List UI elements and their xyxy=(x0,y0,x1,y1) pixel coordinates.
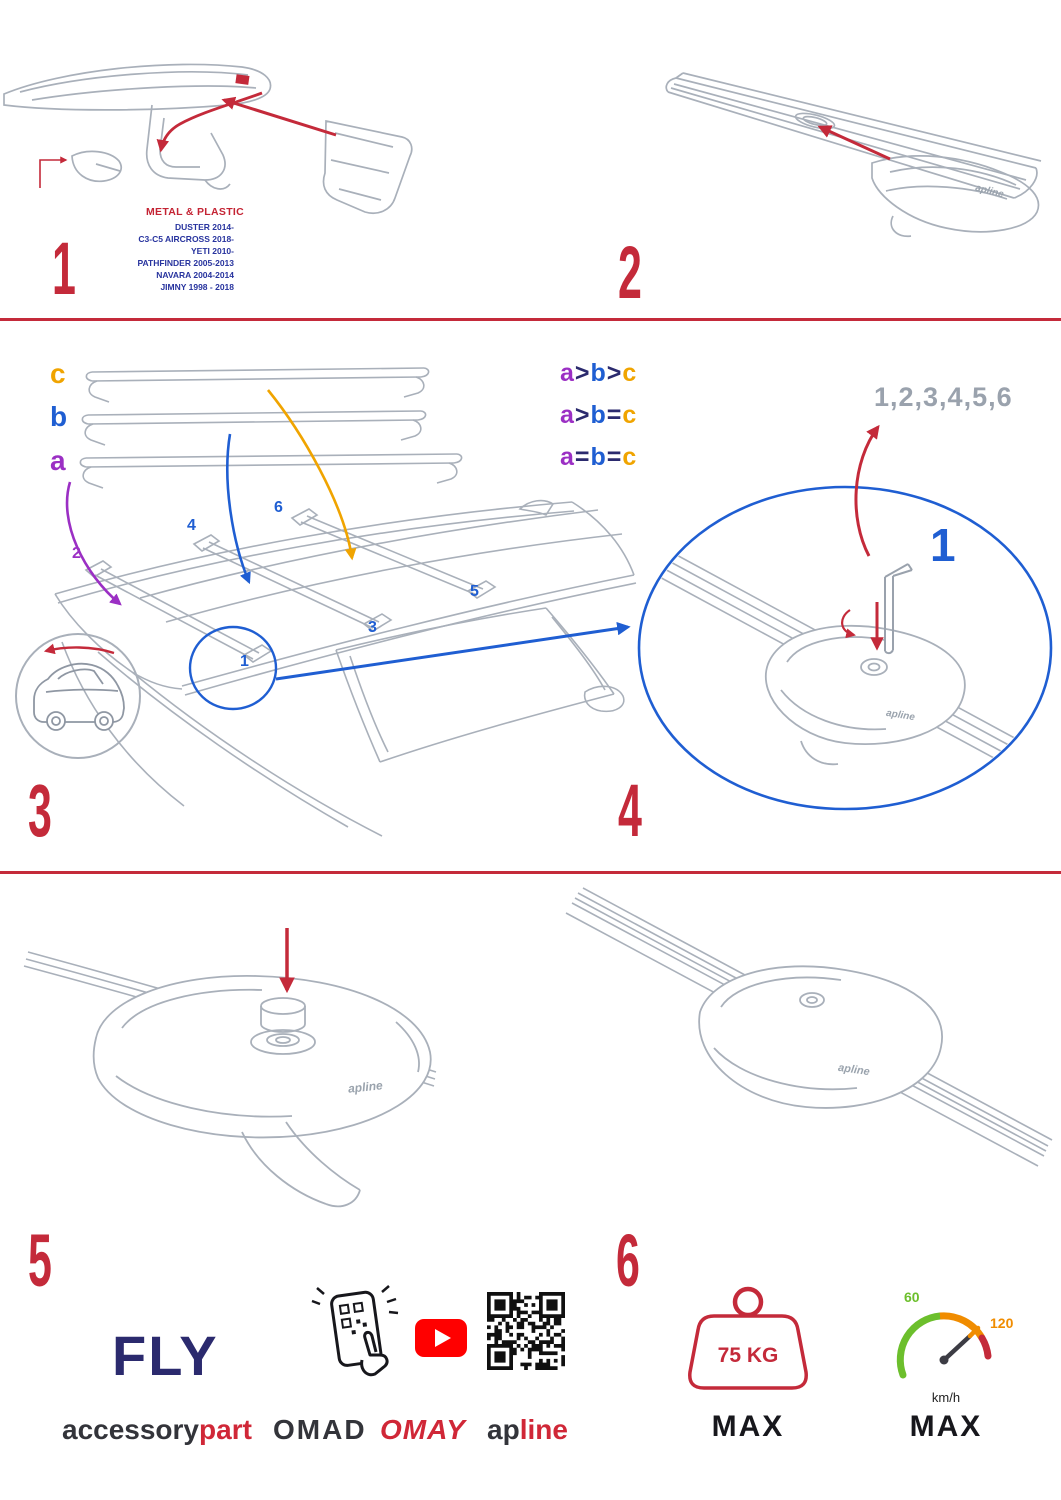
legend-row-3: a=b=c xyxy=(560,445,637,470)
detail-highlight-circle xyxy=(188,625,278,711)
weight-limit-value: 75 KG xyxy=(717,1344,779,1367)
youtube-icon xyxy=(415,1319,467,1357)
foot-mounted-drawing xyxy=(565,887,1053,1167)
needle xyxy=(941,1333,973,1363)
car-direction-badge xyxy=(15,633,141,759)
position-number-5: 5 xyxy=(470,583,479,600)
legend-char: > xyxy=(574,359,591,387)
material-label: METAL & PLASTIC xyxy=(146,206,245,218)
legend-char: = xyxy=(574,443,591,471)
legend-char: b xyxy=(590,401,607,429)
bar-line-art xyxy=(665,72,1042,238)
model-list-item: DUSTER 2014- xyxy=(174,222,234,232)
position-number-4: 4 xyxy=(187,517,196,534)
accessorypart-logo: accessorypart xyxy=(62,1416,252,1444)
hex-key xyxy=(884,563,913,655)
phone-scan-icon xyxy=(311,1285,399,1377)
legend-char: > xyxy=(606,359,623,387)
step-number-5: 5 xyxy=(28,1219,52,1302)
bar-endcap-drawing xyxy=(665,72,1042,238)
section-divider-2 xyxy=(0,871,1061,874)
accessorypart-logo-accessory: accessory xyxy=(62,1414,200,1445)
position-number-1: 1 xyxy=(240,653,249,670)
position-number-2: 2 xyxy=(72,545,81,562)
model-list-item: C3-C5 AIRCROSS 2018- xyxy=(138,234,234,244)
position-number-6: 6 xyxy=(274,499,283,516)
length-bars-line-art xyxy=(79,367,463,489)
speed-low-label: 60 xyxy=(904,1289,920,1305)
knob-press-drawing xyxy=(23,928,437,1208)
model-list-item: PATHFINDER 2005-2013 xyxy=(137,258,234,268)
step-number-1: 1 xyxy=(52,227,76,310)
detail-callout-number: 1 xyxy=(930,519,956,571)
foot-line-art xyxy=(698,965,943,1109)
position-number-3: 3 xyxy=(368,619,377,636)
apline-logo-ap: ap xyxy=(487,1414,520,1445)
legend-char: a xyxy=(560,443,575,471)
apline-logo-line: line xyxy=(519,1414,568,1445)
legend-char: = xyxy=(606,443,623,471)
assembly-arrows xyxy=(39,91,337,188)
car-roof-line-art xyxy=(54,499,637,837)
omay-logo: OMAY xyxy=(380,1414,466,1445)
section-divider-1 xyxy=(0,318,1061,321)
legend-char: c xyxy=(622,359,638,387)
legend-row-2: a>b=c xyxy=(560,403,637,428)
model-list: DUSTER 2014- C3-C5 AIRCROSS 2018- YETI 2… xyxy=(94,221,234,293)
speed-high-label: 120 xyxy=(990,1315,1014,1331)
bar-label-b: b xyxy=(50,401,68,432)
model-list-item: NAVARA 2004-2014 xyxy=(156,270,234,280)
apline-badge xyxy=(235,74,250,85)
legend-char: c xyxy=(622,443,638,471)
omad-logo: OMAD xyxy=(273,1414,367,1445)
weight-max-label: MAX xyxy=(711,1410,785,1443)
clamp-detail-drawing xyxy=(3,63,413,215)
apline-logo: apline xyxy=(487,1416,568,1444)
weight-limit-icon xyxy=(688,1286,808,1390)
bar-label-c: c xyxy=(50,358,66,389)
legend-row-1: a>b>c xyxy=(560,361,637,386)
legend-char: a xyxy=(560,401,575,429)
foot-line-art xyxy=(642,545,1023,766)
legend-char: = xyxy=(606,401,623,429)
legend-char: b xyxy=(590,443,607,471)
accessorypart-logo-part: part xyxy=(199,1414,252,1445)
legend-char: b xyxy=(590,359,607,387)
speed-limit-icon xyxy=(896,1312,992,1379)
legend-char: a xyxy=(560,359,575,387)
speed-unit-label: km/h xyxy=(931,1390,961,1405)
bar-position-arrows xyxy=(65,389,357,606)
play-icon xyxy=(435,1329,451,1347)
step-number-3: 3 xyxy=(28,769,52,852)
legend-char: > xyxy=(574,401,591,429)
roof-overview-drawing xyxy=(15,367,637,837)
legend-char: c xyxy=(622,401,638,429)
step-number-2: 2 xyxy=(618,231,642,314)
foot-detail-drawing xyxy=(637,424,1053,811)
tighten-arrows xyxy=(841,424,884,651)
fly-logo: FLY xyxy=(112,1324,219,1387)
clamp-line-art xyxy=(3,63,413,215)
qr-code xyxy=(487,1292,565,1370)
zoom-link-arrow xyxy=(275,621,631,681)
bar-label-a: a xyxy=(50,445,66,476)
step-number-6: 6 xyxy=(616,1219,640,1302)
zoom-circle xyxy=(637,485,1053,811)
step-number-4: 4 xyxy=(618,769,642,852)
model-list-item: YETI 2010- xyxy=(191,246,234,256)
speed-max-label: MAX xyxy=(909,1410,983,1443)
tightening-sequence: 1,2,3,4,5,6 xyxy=(874,382,1013,412)
model-list-item: JIMNY 1998 - 2018 xyxy=(160,282,234,292)
insert-arrow xyxy=(817,125,891,161)
foot-line-art xyxy=(92,975,432,1208)
